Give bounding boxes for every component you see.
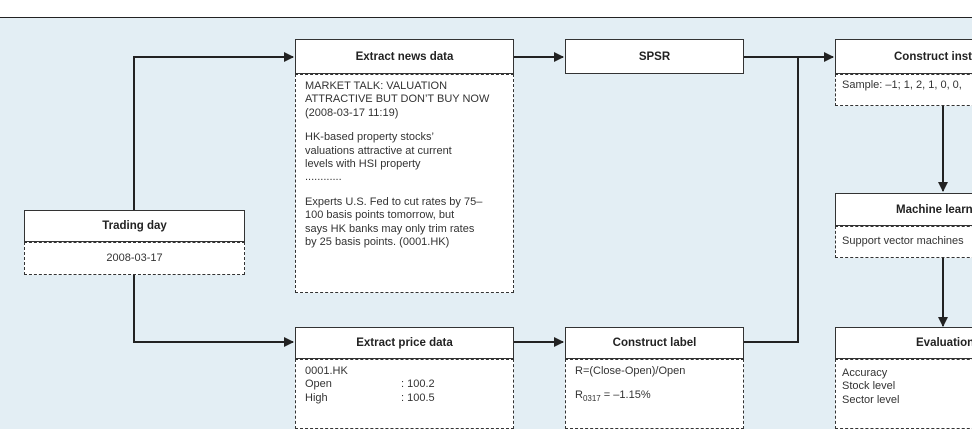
- label-formula: R=(Close-Open)/Open: [575, 365, 686, 377]
- label-result: R0317 = –1.15%: [575, 389, 651, 404]
- evaluation-header: Evaluation: [835, 327, 972, 359]
- machine-learning-header: Machine learn: [835, 193, 972, 226]
- news-paragraph-1: HK-based property stocks’ valuations att…: [305, 131, 452, 184]
- construct-instances-header: Construct insta: [835, 39, 972, 74]
- evaluation-body: Accuracy Stock level Sector level: [835, 359, 972, 429]
- construct-label-header: Construct label: [565, 327, 744, 359]
- price-row-open: Open: 100.2: [305, 378, 435, 391]
- trading-day-date: 2008-03-17: [24, 242, 245, 275]
- trading-day-header: Trading day: [24, 210, 245, 242]
- evaluation-item-accuracy: Accuracy: [842, 367, 888, 379]
- extract-price-header: Extract price data: [295, 327, 514, 359]
- construct-instances-body: Sample: –1; 1, 2, 1, 0, 0,: [835, 74, 972, 106]
- price-ticker: 0001.HK: [305, 365, 348, 377]
- news-headline: MARKET TALK: VALUATION ATTRACTIVE BUT DO…: [305, 80, 490, 119]
- extract-news-header: Extract news data: [295, 39, 514, 74]
- top-band: [0, 0, 972, 18]
- machine-learning-body: Support vector machines: [835, 226, 972, 258]
- extract-price-body: 0001.HK Open: 100.2 High: 100.5: [295, 359, 514, 429]
- construct-label-body: R=(Close-Open)/Open R0317 = –1.15%: [565, 359, 744, 429]
- news-paragraph-2: Experts U.S. Fed to cut rates by 75– 100…: [305, 195, 483, 249]
- price-row-high: High: 100.5: [305, 391, 435, 404]
- evaluation-item-sector-level: Sector level: [842, 393, 900, 406]
- evaluation-item-stock-level: Stock level: [842, 380, 896, 393]
- spsr-header: SPSR: [565, 39, 744, 74]
- extract-news-body: MARKET TALK: VALUATION ATTRACTIVE BUT DO…: [295, 74, 514, 293]
